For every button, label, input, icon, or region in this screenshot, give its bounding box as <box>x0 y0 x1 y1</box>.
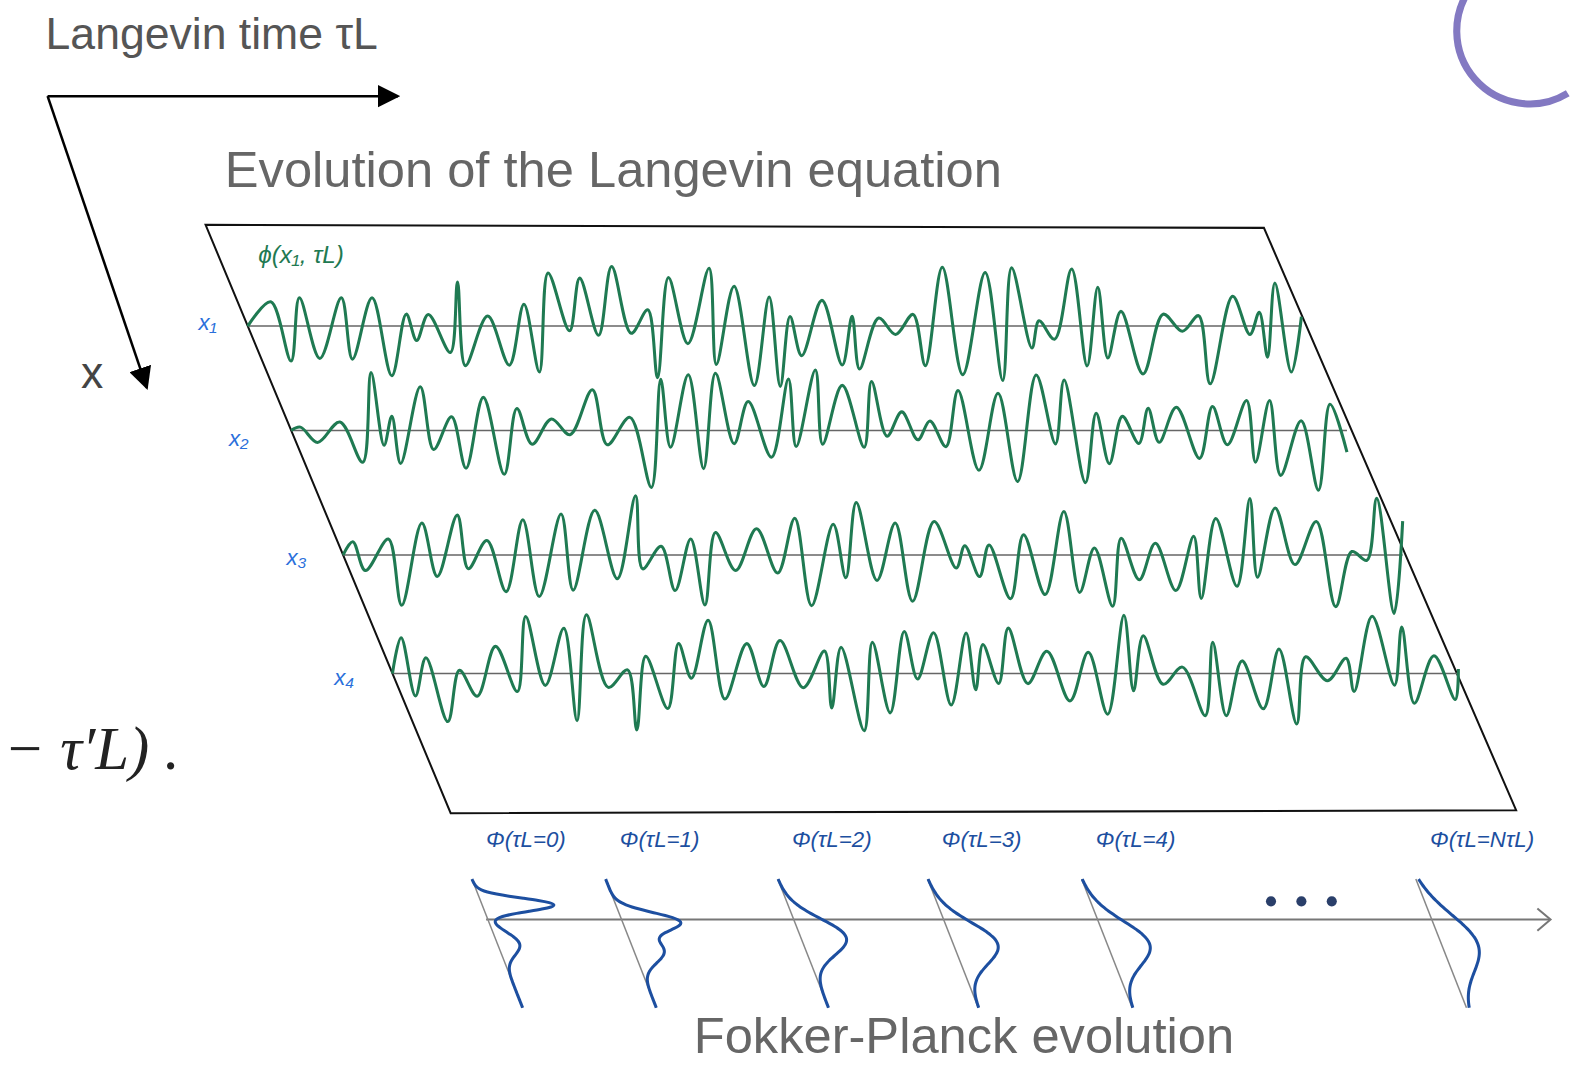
distribution-label: Φ(τL=3) <box>942 826 1022 852</box>
field-label: ϕ(x₁, τL) <box>258 241 344 269</box>
position-label: x₄ <box>334 664 354 690</box>
logo-fragment <box>1457 0 1568 104</box>
probability-distribution <box>928 879 998 1008</box>
langevin-plane <box>206 225 1517 813</box>
panel-title: Fokker-Planck evolution <box>694 1008 1234 1066</box>
panel-title: Evolution of the Langevin equation <box>225 142 1002 200</box>
position-label: x₃ <box>287 545 307 571</box>
probability-distribution <box>472 879 554 1008</box>
langevin-trajectory <box>291 370 1347 490</box>
position-label: x₂ <box>229 425 249 451</box>
ellipsis-dot <box>1327 896 1337 906</box>
axis-arrowhead <box>1537 908 1550 930</box>
langevin-trajectory <box>248 267 1302 387</box>
ellipsis-dot <box>1266 896 1276 906</box>
distribution-axis <box>928 879 979 1008</box>
distribution-axis <box>1416 879 1467 1008</box>
langevin-time-axis <box>48 95 398 98</box>
distribution-label: Φ(τL=1) <box>620 826 700 852</box>
axis-title: Langevin time τL <box>46 8 378 59</box>
axis-title: x <box>81 347 103 398</box>
equation-fragment: − τ′L) . <box>4 714 180 784</box>
probability-distribution <box>1419 879 1480 1008</box>
langevin-trajectory <box>343 496 1403 614</box>
ellipsis-dot <box>1296 896 1306 906</box>
fokker-planck-axis <box>486 919 1549 921</box>
position-label: x₁ <box>198 310 216 336</box>
space-axis <box>48 96 147 388</box>
distribution-label: Φ(τL=4) <box>1096 826 1176 852</box>
distribution-label: Φ(τL=0) <box>486 826 566 852</box>
distribution-axis <box>1082 879 1133 1008</box>
distribution-label: Φ(τL=2) <box>792 826 872 852</box>
distribution-label: Φ(τL=NτL) <box>1430 826 1534 852</box>
probability-distribution <box>778 879 847 1008</box>
probability-distribution <box>1082 879 1150 1008</box>
probability-distribution <box>606 879 681 1008</box>
langevin-trajectory <box>392 615 1458 731</box>
